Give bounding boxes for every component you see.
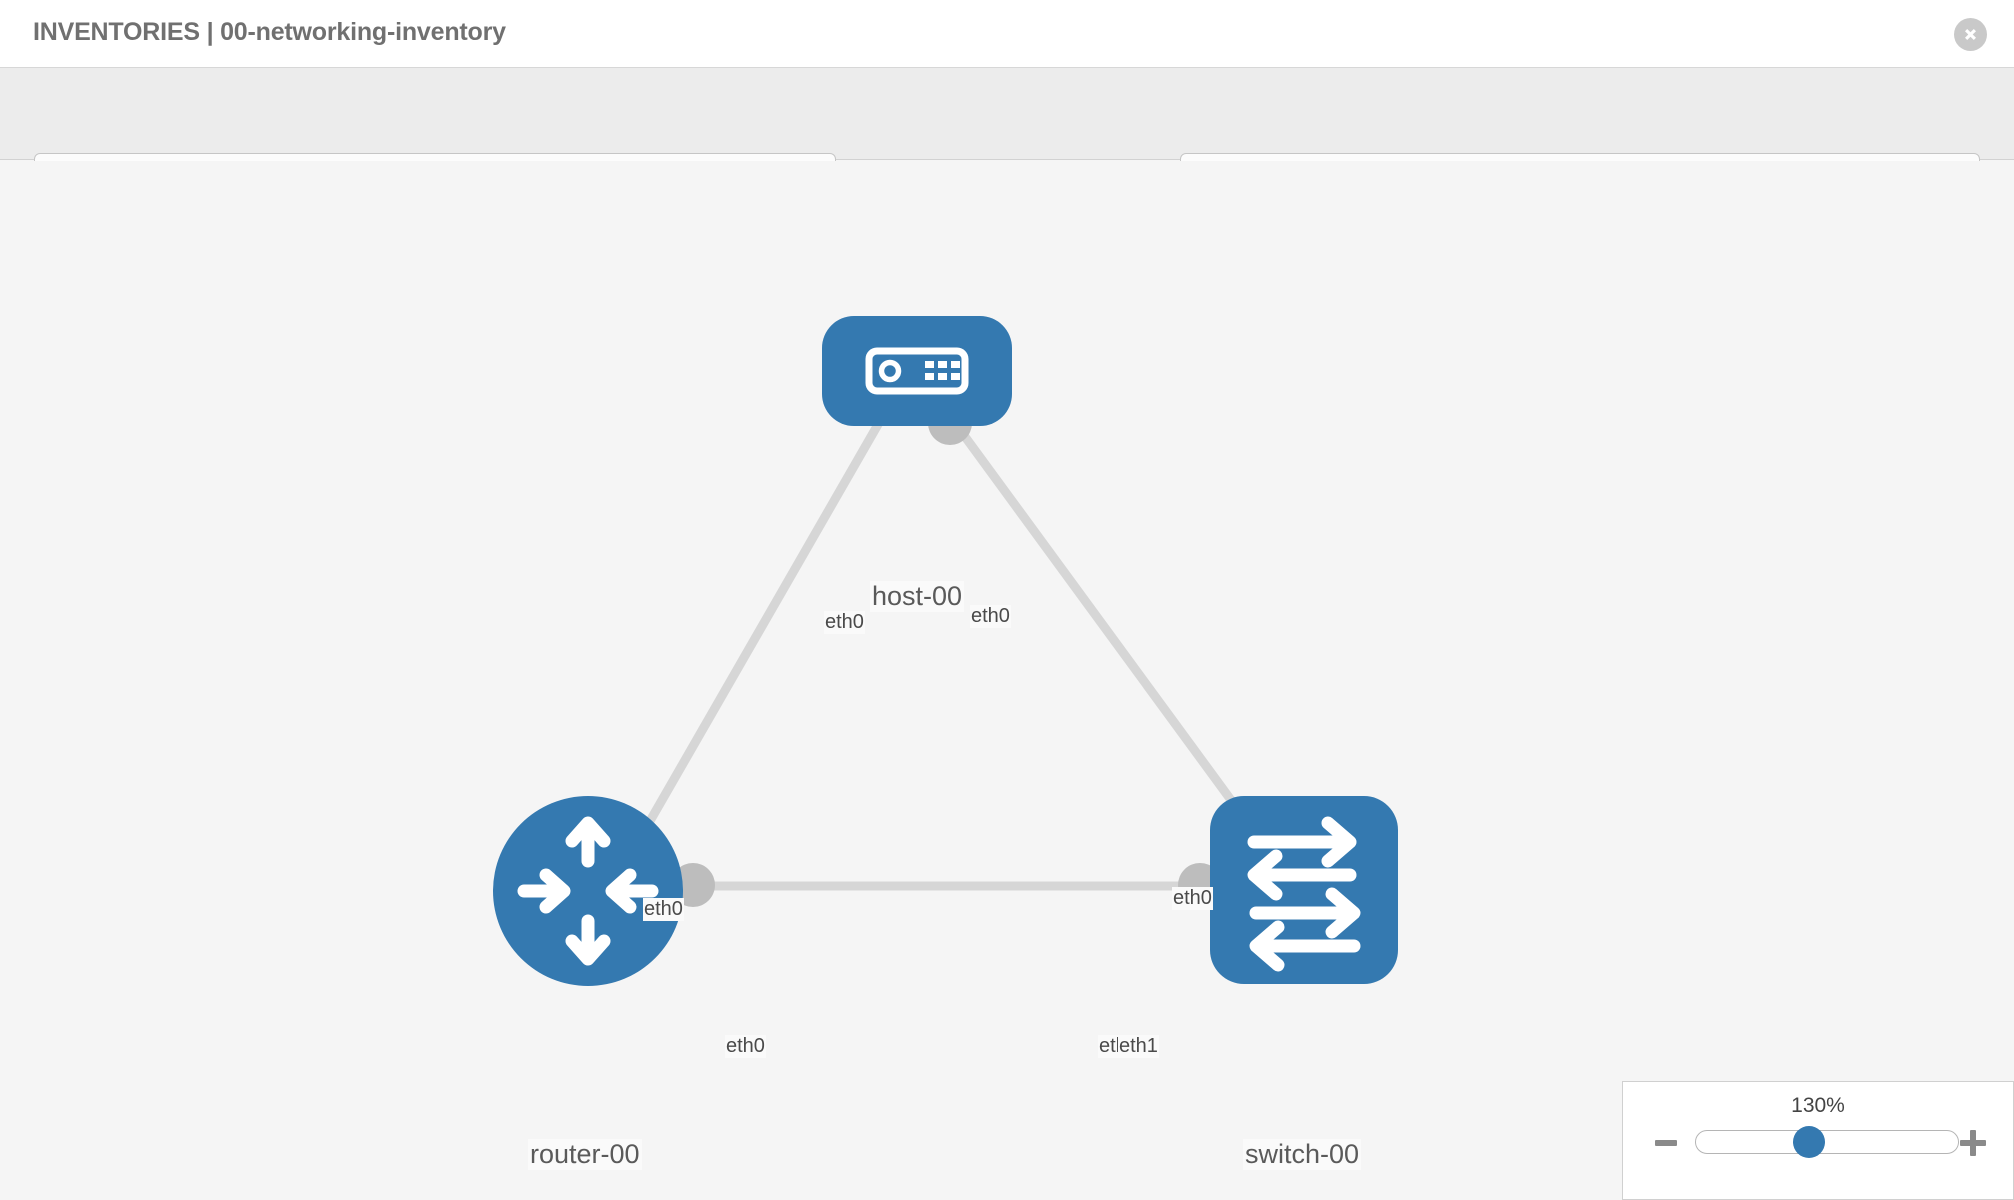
close-button[interactable]: [1954, 18, 1987, 51]
node-label-switch-00: switch-00: [1243, 1139, 1362, 1170]
connector-group: [671, 401, 1256, 907]
edge-label: eth0: [824, 611, 865, 634]
zoom-control-panel: 130%: [1622, 1081, 2014, 1200]
edge-label: eth0: [970, 605, 1011, 628]
topology-graph: [493, 316, 1398, 986]
node-label-host-00: host-00: [870, 581, 965, 612]
node-router-00[interactable]: [493, 796, 683, 986]
node-label-router-00: router-00: [528, 1139, 642, 1170]
switch-arrows-icon: [1247, 816, 1361, 972]
server-icon: [865, 347, 969, 395]
topology-canvas[interactable]: host-00 router-00 switch-00 eth0 eth0 et…: [0, 161, 2014, 1200]
edge-host-switch: [951, 420, 1254, 829]
zoom-slider-track[interactable]: [1695, 1130, 1959, 1154]
edge-label: eth0: [643, 898, 684, 921]
edge-label: eth1: [1118, 1035, 1159, 1058]
node-switch-00[interactable]: [1210, 796, 1398, 984]
zoom-slider-thumb[interactable]: [1793, 1126, 1825, 1158]
page-title: INVENTORIES | 00-networking-inventory: [33, 18, 506, 46]
edge-router-host: [646, 418, 884, 824]
edge-label: eth0: [725, 1035, 766, 1058]
router-arrows-icon: [517, 816, 659, 966]
node-host-00[interactable]: [822, 316, 1012, 426]
toolbar: ACTIONS SEARCH: [0, 68, 2014, 207]
zoom-level-value: 130%: [1791, 1094, 1845, 1117]
edge-group: [646, 418, 1254, 891]
close-icon: [1965, 29, 1976, 40]
edge-label: eth0: [1172, 887, 1213, 910]
window-titlebar: INVENTORIES | 00-networking-inventory: [0, 0, 2014, 68]
zoom-out-button[interactable]: [1655, 1140, 1677, 1146]
zoom-in-button[interactable]: [1960, 1130, 1986, 1156]
